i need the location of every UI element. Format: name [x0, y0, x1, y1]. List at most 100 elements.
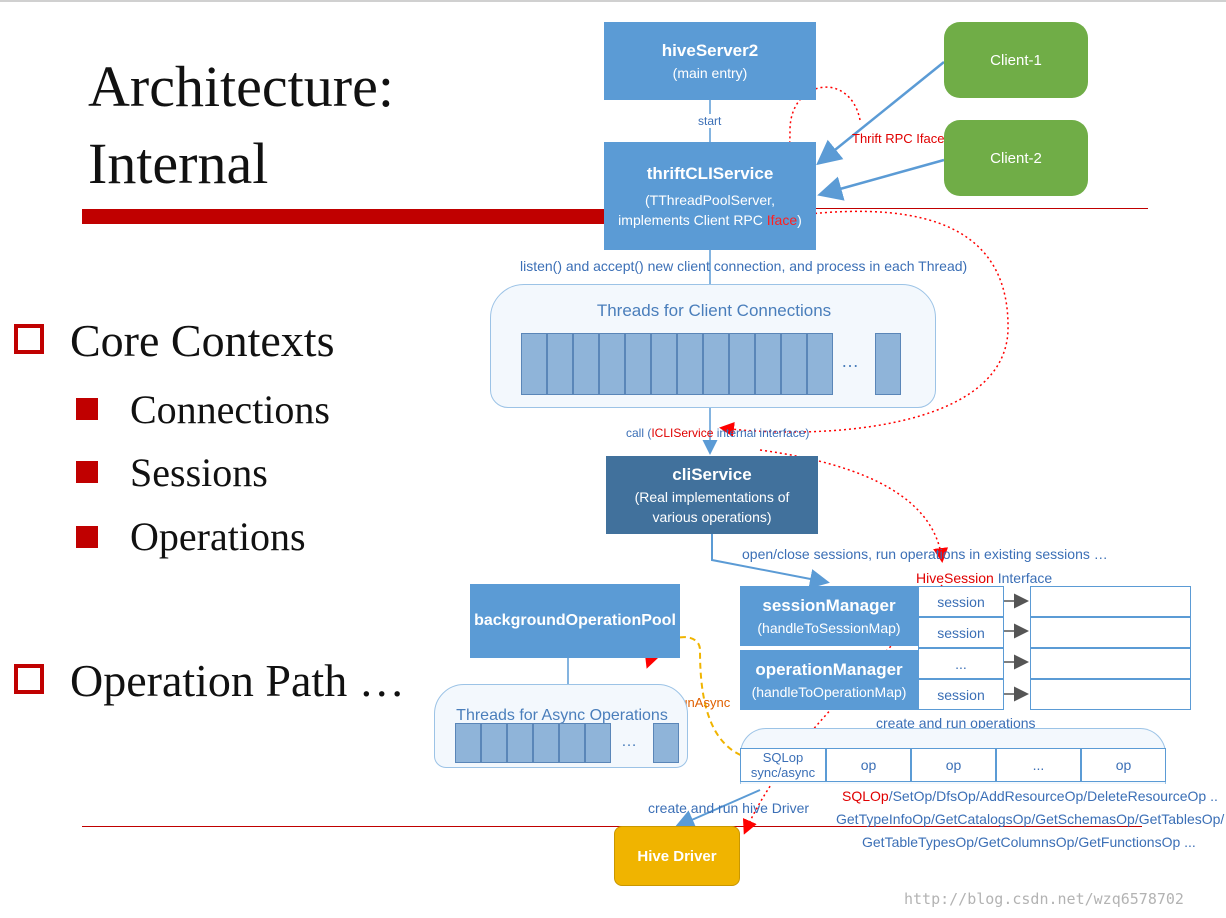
- op-cell: op: [1081, 748, 1166, 782]
- bullet-operation-path-marker: [14, 664, 44, 694]
- call-icliservice-label: call (ICLIService internal interface): [626, 426, 809, 440]
- client-threads-container: Threads for Client Connections …: [490, 284, 936, 408]
- hiveconf-cell: HiveConf, SessionState: [1030, 586, 1191, 617]
- op-list-sqlop: SQLOp: [842, 788, 889, 804]
- sub-bullet-sessions: Sessions: [130, 450, 268, 495]
- client-thread-bars: [521, 333, 841, 395]
- hivesession-suffix: Interface: [993, 570, 1053, 586]
- thrift-cli-service-title: thriftCLIService: [646, 164, 774, 183]
- sqlop-cell: SQLop sync/async: [740, 748, 826, 782]
- hivesession-name: HiveSession: [916, 570, 994, 586]
- thread-bar: [729, 333, 755, 395]
- operation-manager-title: operationManager: [755, 660, 903, 679]
- client2-arrow: [817, 158, 945, 201]
- listen-accept-label: listen() and accept() new client connect…: [520, 258, 968, 274]
- hiveserver2-title: hiveServer2: [661, 41, 759, 60]
- create-run-operations-label: create and run operations: [876, 715, 1036, 731]
- async-threads-ellipsis: …: [621, 733, 637, 750]
- op-list-line1: SQLOp/SetOp/DfsOp/AddResourceOp/DeleteRe…: [842, 788, 1218, 804]
- thrift-line2-iface: Iface: [766, 212, 798, 228]
- call-suffix: internal interface): [713, 426, 810, 440]
- sub-bullet-connections: Connections: [130, 387, 330, 432]
- thread-bar: [755, 333, 781, 395]
- thrift-line2-suffix: ): [797, 212, 802, 228]
- thread-bar: [625, 333, 651, 395]
- thread-bar: [677, 333, 703, 395]
- run-async-curve: [644, 636, 761, 761]
- bullet-core-contexts: Core Contexts: [70, 315, 335, 366]
- thread-bar: [559, 723, 585, 763]
- thread-bar: [875, 333, 901, 395]
- create-hive-driver-label: create and run hive Driver: [648, 800, 810, 816]
- session-cell: session: [918, 617, 1004, 648]
- client-2-label: Client-2: [990, 149, 1042, 167]
- slide-title-line2: Internal: [88, 131, 269, 196]
- session-cell: session: [918, 586, 1004, 617]
- op-cell: op: [826, 748, 911, 782]
- call-prefix: call (: [626, 426, 652, 440]
- thread-bar: [599, 333, 625, 395]
- sub-bullet-marker: [76, 461, 98, 483]
- title-red-bar: [82, 209, 606, 224]
- op-list-line1-rest: /SetOp/DfsOp/AddResourceOp/DeleteResourc…: [888, 788, 1218, 804]
- start-label: start: [698, 114, 722, 128]
- async-threads-title: Threads for Async Operations: [456, 707, 668, 724]
- operation-manager-sub: (handleToOperationMap): [751, 684, 907, 700]
- client1-arrow: [816, 61, 945, 166]
- run-async-label: runAsync: [676, 695, 731, 710]
- thrift-rpc-label: Thrift RPC Iface: [852, 131, 945, 146]
- session-cell: ...: [918, 648, 1004, 679]
- sub-bullet-operations: Operations: [130, 514, 306, 559]
- thread-bar: [481, 723, 507, 763]
- sub-bullet-marker: [76, 398, 98, 420]
- top-border: [0, 0, 1226, 2]
- session-manager-box: sessionManager (handleToSessionMap): [740, 586, 918, 646]
- thread-bar: [573, 333, 599, 395]
- sub-bullet-marker: [76, 526, 98, 548]
- slide-title-line1: Architecture:: [88, 54, 394, 119]
- background-operation-pool-title: backgroundOperationPool: [474, 612, 676, 629]
- thread-bar: [703, 333, 729, 395]
- client-1-label: Client-1: [990, 51, 1042, 69]
- open-close-sessions-label: open/close sessions, run operations in e…: [742, 546, 1108, 562]
- client-1-box: Client-1: [944, 22, 1088, 98]
- thrift-line2-prefix: implements Client RPC: [618, 212, 767, 228]
- bullet-operation-path: Operation Path …: [70, 655, 405, 706]
- hive-driver-label: Hive Driver: [637, 847, 717, 865]
- hivesession-dotted-path: [759, 449, 949, 563]
- thread-bar: [533, 723, 559, 763]
- hiveconf-cell: HiveConf, SessionState: [1030, 679, 1191, 710]
- cli-service-line2: various operations): [652, 509, 772, 525]
- create-driver-arrow: [674, 789, 761, 829]
- hiveconf-cell: HiveConf, SessionState: [1030, 617, 1191, 648]
- thread-bar: [521, 333, 547, 395]
- client-threads-ellipsis: …: [841, 351, 859, 371]
- client-2-box: Client-2: [944, 120, 1088, 196]
- background-operation-pool-box: backgroundOperationPool: [470, 584, 680, 658]
- cliservice-to-session-manager: [711, 533, 830, 589]
- hiveserver2-box: hiveServer2 (main entry): [604, 22, 816, 100]
- title-thin-line: [816, 208, 1148, 209]
- session-manager-sub: (handleToSessionMap): [757, 620, 901, 636]
- thrift-cli-service-line2: implements Client RPC Iface): [618, 212, 802, 228]
- rpc-dotted-path: [777, 86, 861, 203]
- thread-bar: [547, 333, 573, 395]
- thrift-cli-service-box: thriftCLIService (TThreadPoolServer, imp…: [604, 142, 816, 250]
- bottom-thin-line: [82, 826, 1142, 827]
- thread-bar: [651, 333, 677, 395]
- op-list-line3: GetTableTypesOp/GetColumnsOp/GetFunction…: [862, 834, 1196, 850]
- thread-bar: [455, 723, 481, 763]
- sqlop-line1: SQLop: [762, 750, 804, 765]
- hiveconf-cell: ...: [1030, 648, 1191, 679]
- thread-bar: [585, 723, 611, 763]
- thread-bar: [807, 333, 833, 395]
- thread-bar: [781, 333, 807, 395]
- cli-service-box: cliService (Real implementations of vari…: [606, 456, 818, 534]
- hivesession-interface-label: HiveSession Interface: [916, 570, 1052, 586]
- thrift-cli-service-line1: (TThreadPoolServer,: [645, 192, 775, 208]
- sqlop-line2: sync/async: [750, 765, 816, 780]
- async-threads-container: Threads for Async Operations …: [434, 684, 688, 768]
- thread-bar: [507, 723, 533, 763]
- call-icliservice: ICLIService: [651, 426, 714, 440]
- op-cell: ...: [996, 748, 1081, 782]
